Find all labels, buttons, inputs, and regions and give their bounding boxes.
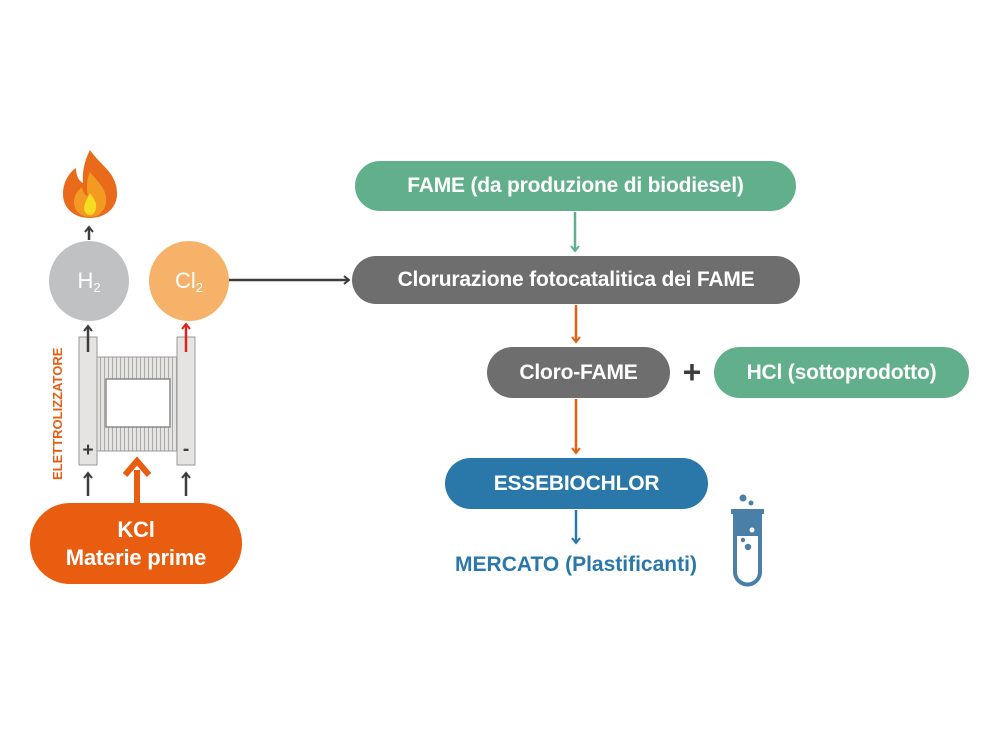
anode-plus-sign: + xyxy=(82,440,94,461)
flame-icon xyxy=(62,150,118,218)
fame-source-box: FAME (da produzione di biodiesel) xyxy=(355,161,796,211)
essebiochlor-box: ESSEBIOCHLOR xyxy=(445,458,708,509)
chlorination-box: Clorurazione fotocatalitica dei FAME xyxy=(352,256,800,304)
raw-materials-label: Materie prime xyxy=(65,544,207,570)
market-label: MERCATO (Plastificanti) xyxy=(455,553,697,576)
h2-subscript: 2 xyxy=(93,279,101,295)
electrolyzer-window xyxy=(105,378,171,428)
electrolyzer-label: ELETTROLIZZATORE xyxy=(50,347,65,480)
kcl-label: KCl xyxy=(117,516,155,542)
chlorination-label: Clorurazione fotocatalitica dei FAME xyxy=(397,268,755,291)
plus-sign: + xyxy=(682,354,702,390)
fame-source-label: FAME (da produzione di biodiesel) xyxy=(407,174,744,197)
test-tube-icon xyxy=(731,494,764,587)
cl2-symbol: Cl xyxy=(174,268,196,293)
hcl-byproduct-label: HCl (sottoprodotto) xyxy=(746,360,937,384)
kcl-raw-materials-box: KCl Materie prime xyxy=(30,503,242,584)
cathode-minus-sign: - xyxy=(182,439,190,460)
arrow-input-to-membrane xyxy=(122,456,152,506)
cloro-fame-box: Cloro-FAME xyxy=(487,347,670,398)
cloro-fame-label: Cloro-FAME xyxy=(519,360,638,384)
electrolyzer xyxy=(78,336,196,466)
essebiochlor-label: ESSEBIOCHLOR xyxy=(493,471,660,495)
hcl-byproduct-box: HCl (sottoprodotto) xyxy=(714,347,969,398)
h2-symbol: H xyxy=(77,268,94,293)
cl2-subscript: 2 xyxy=(195,279,203,295)
